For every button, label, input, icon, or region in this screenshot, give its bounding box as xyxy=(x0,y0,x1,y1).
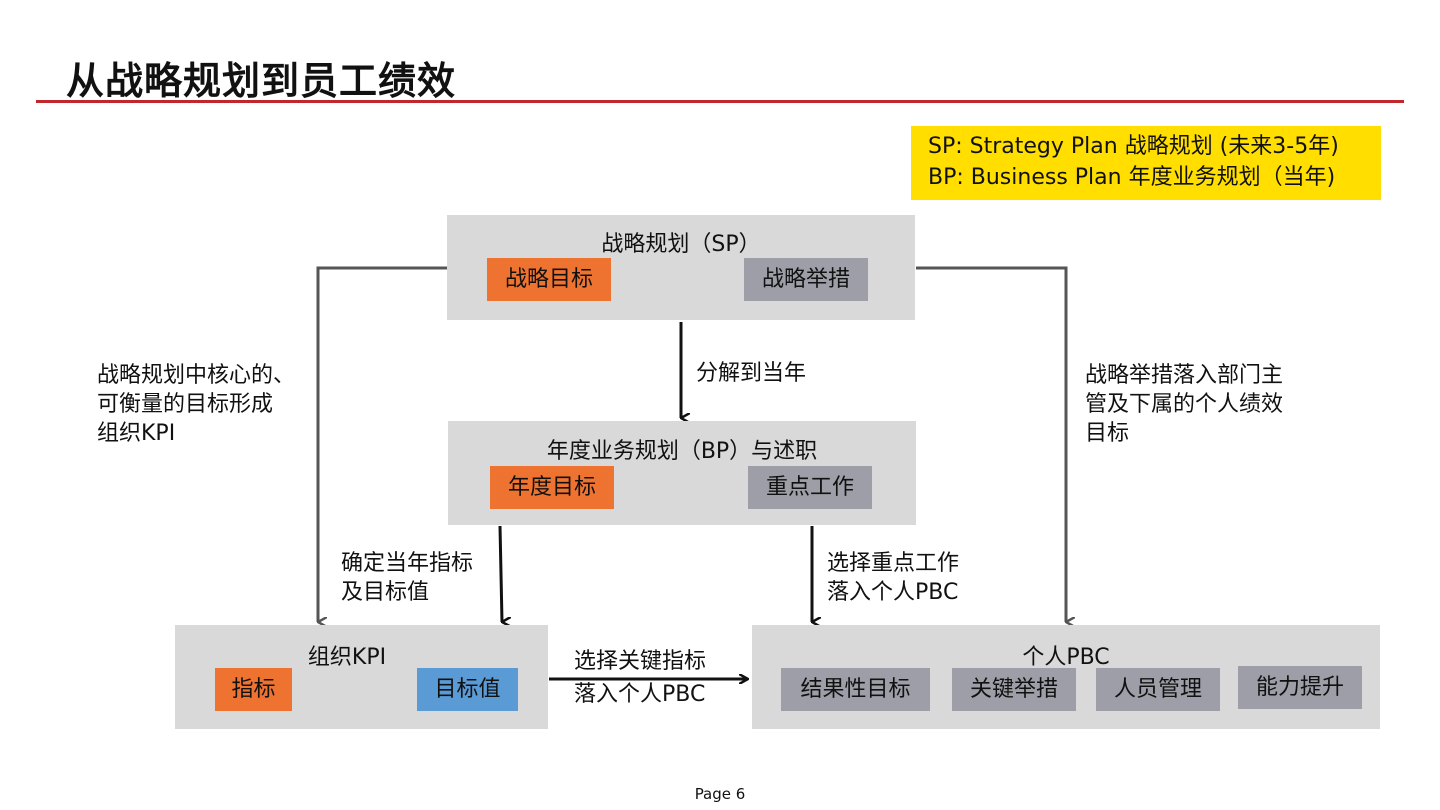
org-kpi-title: 组织KPI xyxy=(307,645,387,670)
sp-box-title: 战略规划（SP） xyxy=(601,232,761,257)
legend-box: SP: Strategy Plan 战略规划 (未来3-5年) BP: Busi… xyxy=(911,126,1381,200)
chip-strategic-goals: 战略目标 xyxy=(487,258,611,301)
bp-box-title: 年度业务规划（BP）与述职 xyxy=(546,439,818,464)
label-decompose: 分解到当年 xyxy=(696,361,807,386)
arrow-bp-to-kpi xyxy=(498,525,502,622)
personal-pbc-box: 个人PBC 结果性目标 关键举措 人员管理 能力提升 xyxy=(752,625,1380,729)
chip-annual-goals: 年度目标 xyxy=(490,466,614,509)
arrow-sp-to-kpi xyxy=(316,266,447,622)
page-number: Page 6 xyxy=(694,785,746,803)
slide-title: 从战略规划到员工绩效 xyxy=(66,59,457,103)
label-sp-to-pbc: 战略举措落入部门主 管及下属的个人绩效 目标 xyxy=(1085,363,1284,446)
chip-key-initiatives: 关键举措 xyxy=(952,668,1076,711)
chip-target-value: 目标值 xyxy=(417,668,518,711)
label-select-key-work: 选择重点工作 落入个人PBC xyxy=(827,551,960,605)
legend-sp-line: SP: Strategy Plan 战略规划 (未来3-5年) xyxy=(928,134,1339,159)
personal-pbc-title: 个人PBC xyxy=(1022,645,1110,670)
legend-bp-line: BP: Business Plan 年度业务规划（当年) xyxy=(928,165,1336,190)
sp-box: 战略规划（SP） 战略目标 战略举措 xyxy=(447,215,915,320)
label-select-key-indicators: 选择关键指标 落入个人PBC xyxy=(574,649,707,707)
org-kpi-box: 组织KPI 指标 目标值 xyxy=(175,625,548,729)
title-divider xyxy=(36,100,1404,103)
chip-indicator: 指标 xyxy=(215,668,292,711)
chip-key-work: 重点工作 xyxy=(748,466,872,509)
chip-result-goals: 结果性目标 xyxy=(781,668,930,711)
arrow-sp-to-pbc xyxy=(916,266,1066,622)
label-confirm-targets: 确定当年指标 及目标值 xyxy=(341,551,474,605)
chip-people-management: 人员管理 xyxy=(1096,668,1220,711)
chip-strategic-actions: 战略举措 xyxy=(744,258,868,301)
chip-capability-improvement: 能力提升 xyxy=(1238,666,1362,709)
bp-box: 年度业务规划（BP）与述职 年度目标 重点工作 xyxy=(448,421,916,525)
label-sp-to-kpi: 战略规划中核心的、 可衡量的目标形成 组织KPI xyxy=(97,363,296,446)
